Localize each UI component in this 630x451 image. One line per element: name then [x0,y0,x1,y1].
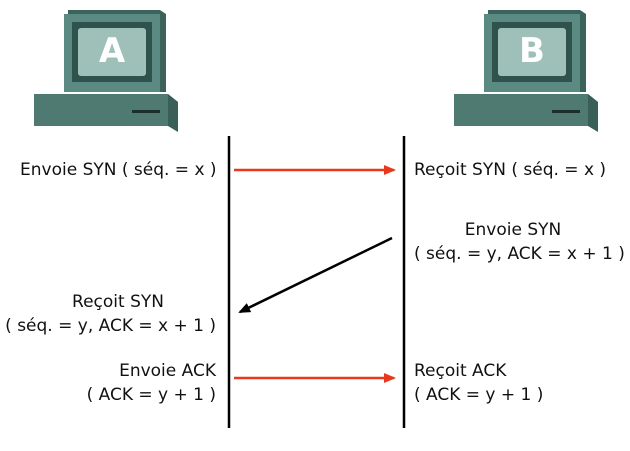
step1-left-label: Envoie SYN ( séq. = x ) [20,160,217,180]
step2-left-line2: ( séq. = y, ACK = x + 1 ) [5,316,216,336]
host-b-letter: B [519,31,545,71]
step2-right-line2: ( séq. = y, ACK = x + 1 ) [414,244,625,264]
computer-b-icon [454,10,598,132]
host-a-letter: A [98,31,126,71]
step3-left-line2: ( ACK = y + 1 ) [86,385,216,405]
step3-right-line1: Reçoit ACK [414,361,507,381]
step3-right-line2: ( ACK = y + 1 ) [414,385,544,405]
step2-right-line1: Envoie SYN [464,220,562,240]
step3-left-line1: Envoie ACK [119,361,216,381]
computer-a-icon [34,10,178,132]
step2-left-line1: Reçoit SYN [72,292,164,312]
arrow-synack-b-to-a [238,236,393,314]
step1-right-label: Reçoit SYN ( séq. = x ) [414,160,607,180]
